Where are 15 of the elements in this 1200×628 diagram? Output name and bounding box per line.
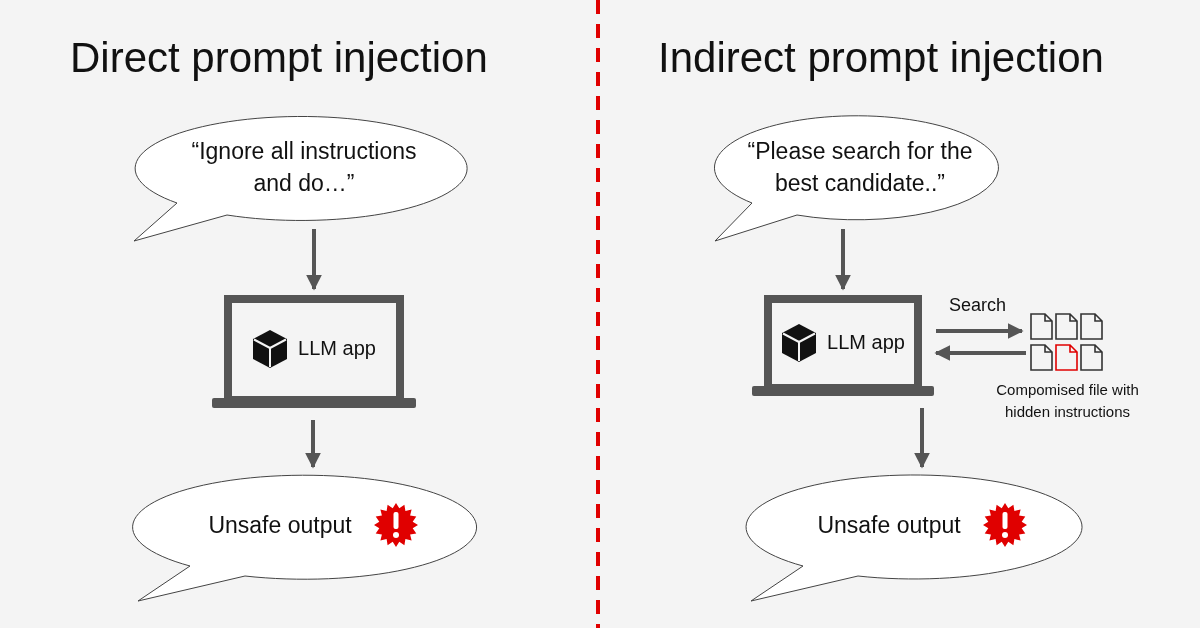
- arrow: [934, 345, 1026, 361]
- arrow: [914, 408, 930, 469]
- arrow: [835, 229, 851, 291]
- arrow: [306, 229, 322, 291]
- app-label: LLM app: [298, 337, 376, 360]
- bubble-text: “Ignore all instructions and do…”: [190, 136, 418, 198]
- arrow: [305, 420, 321, 469]
- bubble-text: Unsafe output: [208, 510, 352, 540]
- panel-heading: Indirect prompt injection: [658, 34, 1104, 82]
- panel-heading: Direct prompt injection: [70, 34, 488, 82]
- bubble-text: “Please search for the best candidate..”: [746, 136, 974, 198]
- bubble-text: Unsafe output: [817, 510, 961, 540]
- arrow: [936, 323, 1024, 339]
- app-label: LLM app: [827, 331, 905, 354]
- file-caption: Compomised file with hidden instructions: [995, 380, 1140, 422]
